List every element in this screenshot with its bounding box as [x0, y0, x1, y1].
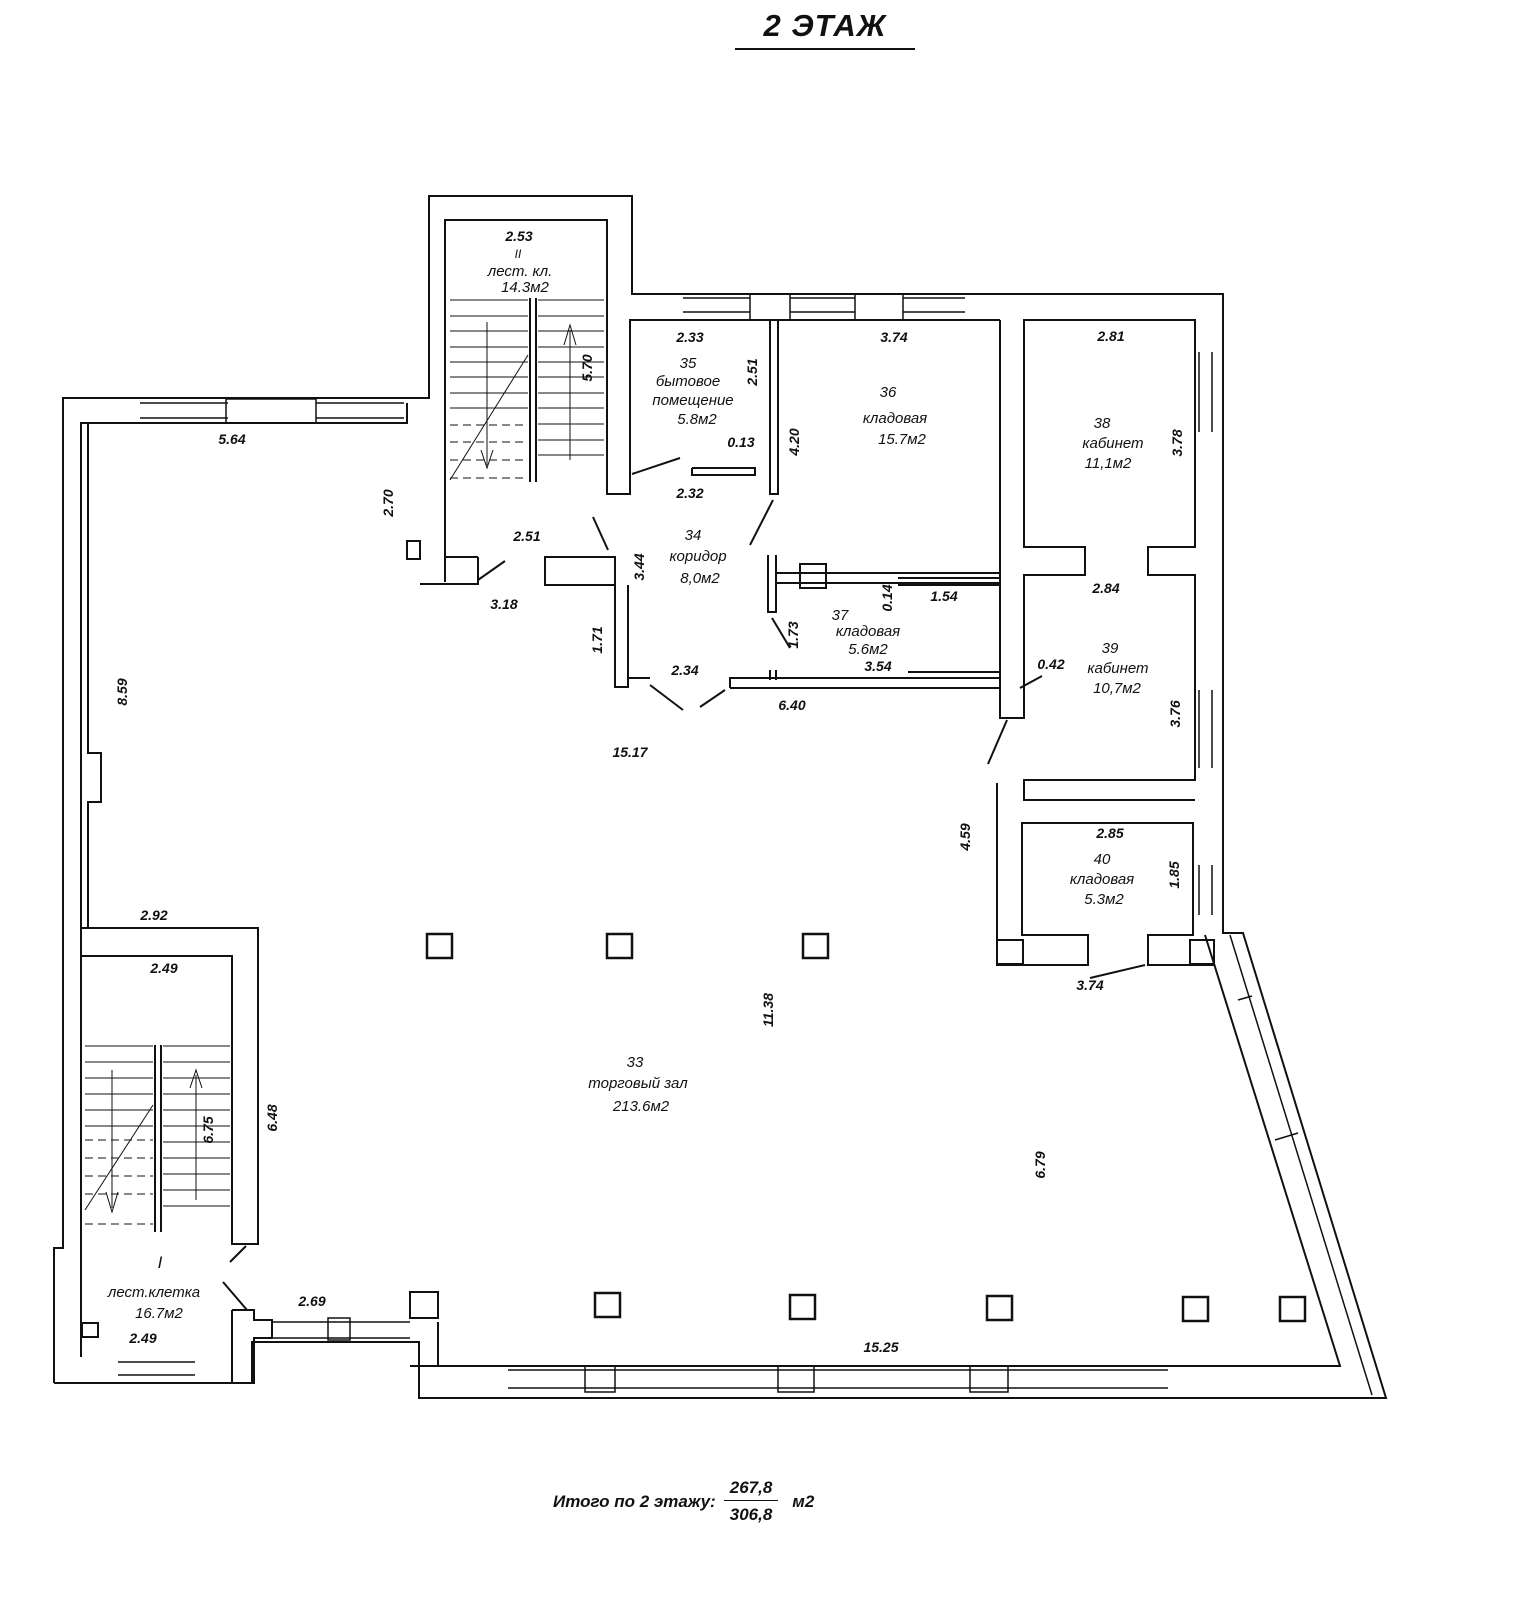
room36-area: 15.7м2 — [878, 431, 926, 448]
stair1-name: лест.клетка — [107, 1284, 200, 1301]
room34-number: 34 — [685, 527, 702, 544]
dim-label: 0.42 — [1037, 656, 1064, 672]
columns — [425, 932, 1307, 1323]
room33-number: 33 — [627, 1054, 644, 1071]
dim-label: 3.54 — [864, 658, 891, 674]
stair2-name: лест. кл. — [487, 263, 553, 280]
room39-number: 39 — [1102, 640, 1119, 657]
room37-number: 37 — [832, 607, 849, 624]
dim-label: 3.78 — [1169, 429, 1185, 456]
staircase-ii — [420, 219, 1000, 586]
total-numerator: 267,8 — [723, 1478, 779, 1501]
total-denominator: 306,8 — [729, 1505, 773, 1524]
dim-label: 3.74 — [1076, 977, 1103, 993]
room34-name: коридор — [669, 548, 726, 565]
dim-label: 3.74 — [880, 329, 907, 345]
dim-label: 2.69 — [297, 1293, 325, 1309]
room35-area: 5.8м2 — [677, 411, 717, 428]
dim-label: 2.51 — [744, 358, 760, 386]
room36-name: кладовая — [863, 410, 927, 427]
dim-label: 15.17 — [612, 744, 648, 760]
dim-label: 5.64 — [218, 431, 245, 447]
dim-label: 2.33 — [675, 329, 703, 345]
dim-label: 2.34 — [670, 662, 698, 678]
room40-number: 40 — [1094, 851, 1111, 868]
dim-label: 3.76 — [1167, 700, 1183, 727]
room33-area: 213.6м2 — [612, 1098, 670, 1115]
dim-label: 2.51 — [512, 528, 540, 544]
dim-label: 0.13 — [727, 434, 754, 450]
floor-title: 2 ЭТАЖ — [735, 8, 915, 50]
floor-total: Итого по 2 этажу: 267,8 306,8 м2 — [553, 1478, 814, 1525]
dim-label: 3.18 — [490, 596, 517, 612]
total-unit: м2 — [792, 1491, 815, 1511]
dim-label: 6.48 — [264, 1104, 280, 1131]
dim-label: 2.84 — [1091, 580, 1119, 596]
total-label: Итого по 2 этажу: — [553, 1491, 716, 1511]
dim-label: 2.49 — [128, 1330, 156, 1346]
total-fraction: 267,8 306,8 — [723, 1478, 779, 1525]
room39-name: кабинет — [1087, 660, 1148, 677]
room34-area: 8,0м2 — [680, 570, 720, 587]
staircase-i — [81, 927, 273, 1384]
dim-label: 1.73 — [785, 621, 801, 648]
core-room-walls — [614, 320, 1001, 711]
room38-number: 38 — [1094, 415, 1111, 432]
room35-name-line1: бытовое — [656, 373, 720, 390]
stair2-roman: II — [515, 247, 522, 261]
room38-name: кабинет — [1082, 435, 1143, 452]
dim-label: 2.92 — [139, 907, 167, 923]
room38-area: 11,1м2 — [1085, 455, 1132, 472]
stair1-area: 16.7м2 — [135, 1305, 183, 1322]
dim-label: 0.14 — [879, 584, 895, 611]
room36-number: 36 — [880, 384, 897, 401]
dim-label: 2.53 — [504, 228, 532, 244]
dim-label: 1.54 — [930, 588, 957, 604]
dim-label: 6.40 — [778, 697, 805, 713]
dim-label: 2.70 — [380, 489, 396, 517]
room39-area: 10,7м2 — [1093, 680, 1141, 697]
office-block-walls — [987, 319, 1215, 979]
stair1-roman: I — [158, 1253, 163, 1272]
room33-name: торговый зал — [588, 1075, 688, 1092]
dim-label: 2.49 — [149, 960, 177, 976]
dim-label: 5.70 — [579, 354, 595, 381]
dim-label: 2.81 — [1096, 328, 1124, 344]
dim-label: 1.71 — [589, 626, 605, 653]
dim-label: 2.32 — [675, 485, 703, 501]
hall-bottom-wall-inner — [437, 934, 1342, 1367]
room37-area: 5.6м2 — [848, 641, 888, 658]
windows — [118, 293, 1373, 1396]
dim-label: 15.25 — [863, 1339, 898, 1355]
dim-label: 11.38 — [760, 993, 776, 1027]
room35-number: 35 — [680, 355, 697, 372]
hall-left-wall-inner — [87, 423, 102, 928]
dim-label: 1.85 — [1166, 861, 1182, 888]
dim-label: 4.20 — [786, 428, 802, 456]
outer-wall-inner-line — [80, 403, 408, 1357]
dim-label: 6.75 — [200, 1116, 216, 1143]
outer-wall-outer-line — [53, 195, 1388, 1399]
room37-name: кладовая — [836, 623, 900, 640]
dim-label: 4.59 — [957, 823, 973, 851]
room40-area: 5.3м2 — [1084, 891, 1124, 908]
dim-label: 6.79 — [1032, 1151, 1048, 1178]
dim-label: 8.59 — [114, 678, 130, 705]
room40-name: кладовая — [1070, 871, 1134, 888]
dim-label: 3.44 — [631, 553, 647, 580]
room35-name-line2: помещение — [652, 392, 733, 409]
dim-label: 2.85 — [1095, 825, 1123, 841]
stair2-area: 14.3м2 — [501, 279, 549, 296]
